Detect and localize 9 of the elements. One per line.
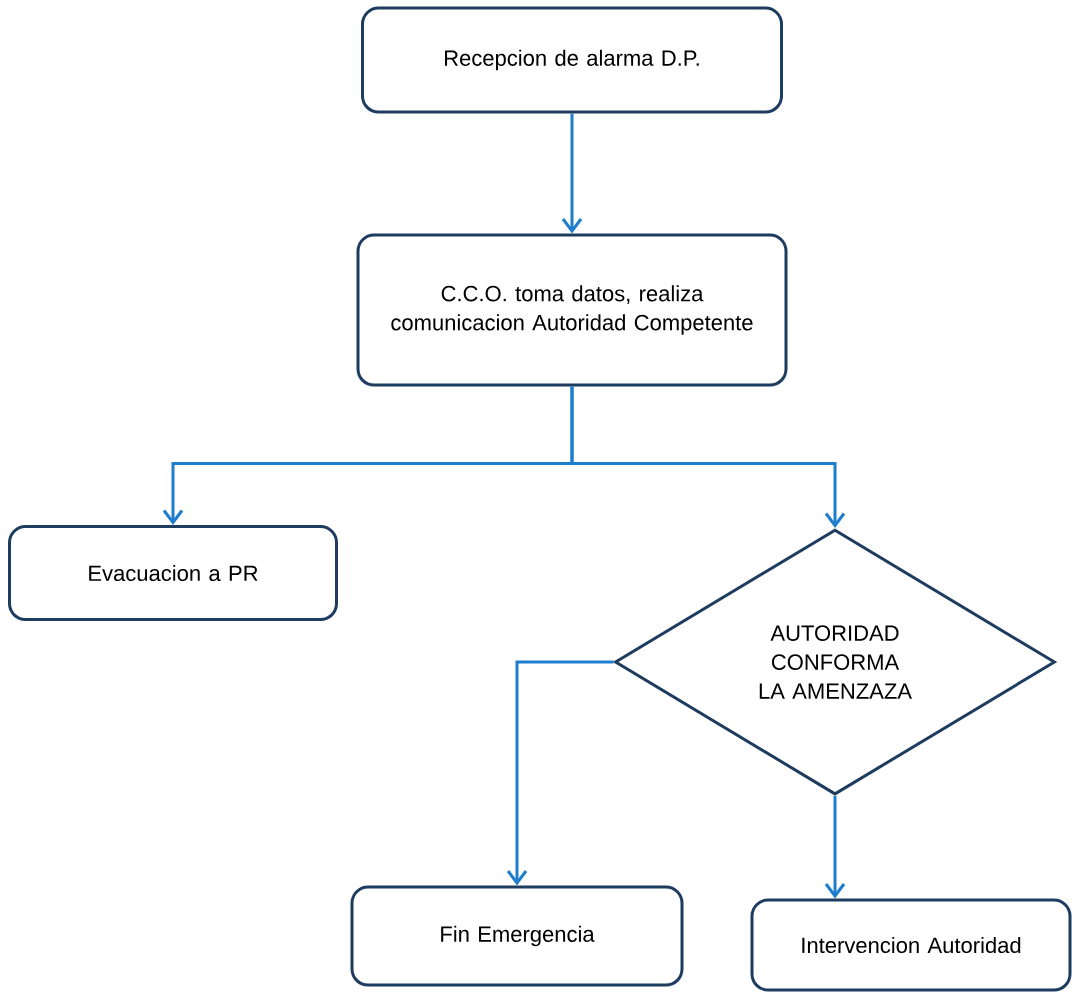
process-box: Fin Emergencia xyxy=(350,885,684,987)
process-box: C.C.O. toma datos, realiza comunicacion Autoridad Competente xyxy=(356,233,788,387)
process-box: Intervencion Autoridad xyxy=(750,898,1072,992)
arrow xyxy=(570,386,846,528)
process-box: Evacuacion a PR xyxy=(8,525,338,621)
process-box: Recepcion de alarma D.P. xyxy=(361,6,783,114)
arrow xyxy=(824,796,846,899)
arrow xyxy=(561,113,583,234)
arrow xyxy=(506,660,614,886)
